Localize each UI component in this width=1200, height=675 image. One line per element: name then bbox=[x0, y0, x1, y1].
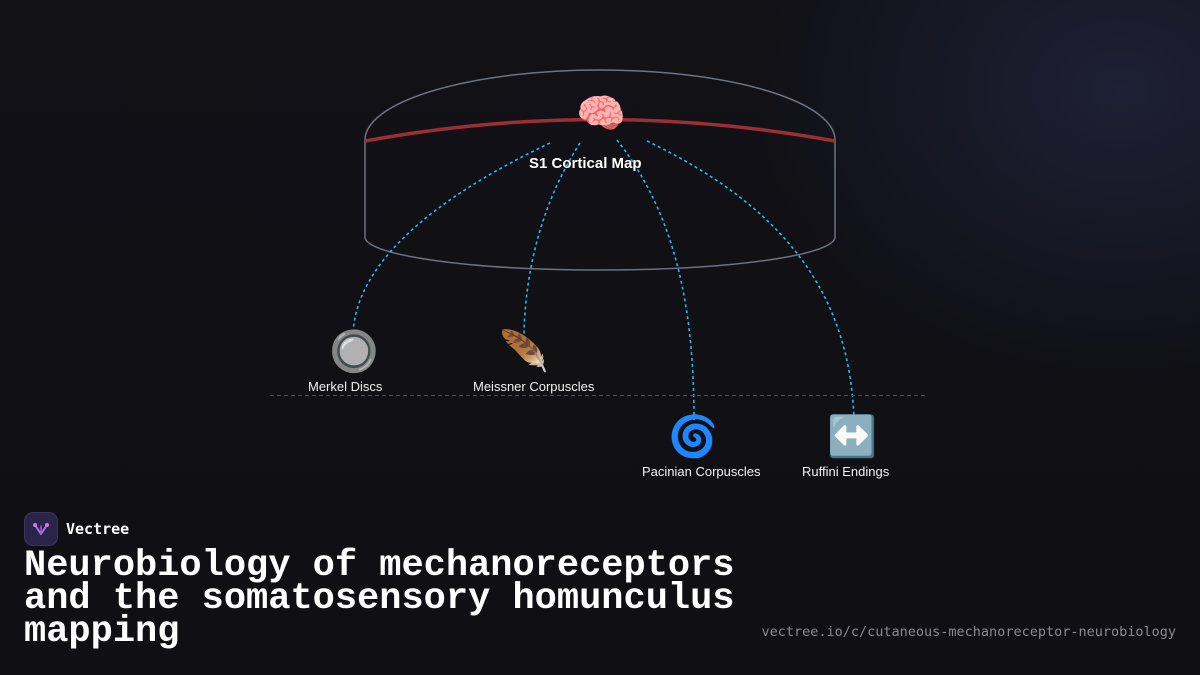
connection-meissner bbox=[523, 142, 581, 336]
brand: Vectree bbox=[24, 512, 129, 546]
ruffini-label: Ruffini Endings bbox=[802, 464, 890, 479]
cylinder-bottom-rim bbox=[364, 236, 836, 271]
pacinian-label: Pacinian Corpuscles bbox=[642, 464, 761, 479]
connection-ruffini bbox=[646, 140, 855, 421]
brain-icon: 🧠 bbox=[576, 91, 626, 137]
merkel-label: Merkel Discs bbox=[308, 379, 383, 394]
source-url[interactable]: vectree.io/c/cutaneous-mechanoreceptor-n… bbox=[761, 624, 1176, 640]
meissner-label: Meissner Corpuscles bbox=[473, 379, 595, 394]
feather-icon: 🪶 bbox=[499, 329, 549, 375]
left-right-arrow-icon: ↔️ bbox=[827, 414, 877, 460]
brand-name: Vectree bbox=[66, 520, 130, 538]
vectree-logo-icon bbox=[24, 512, 58, 546]
cylinder-back-rim bbox=[364, 69, 836, 141]
cyclone-icon: 🌀 bbox=[668, 414, 718, 460]
connection-merkel bbox=[352, 142, 551, 336]
merkel-disc-icon: 🔘 bbox=[329, 329, 379, 375]
hub-label: S1 Cortical Map bbox=[529, 155, 642, 172]
cortex-surface-arc bbox=[364, 117, 836, 143]
connection-pacinian bbox=[616, 139, 695, 421]
page-title: Neurobiology of mechanoreceptors and the… bbox=[24, 545, 735, 653]
